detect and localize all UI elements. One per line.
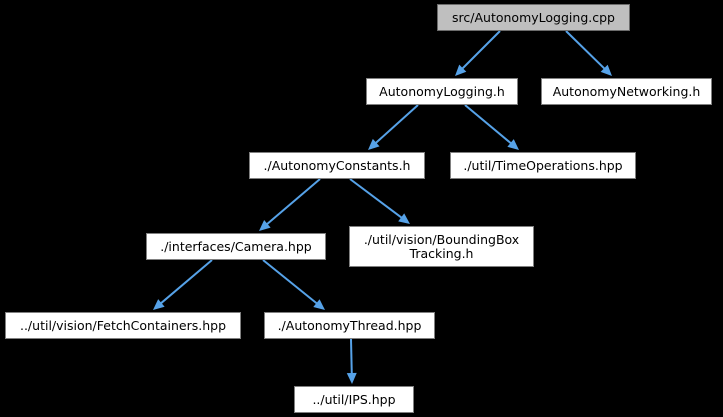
graph-node-camera_hpp[interactable]: ./interfaces/Camera.hpp — [146, 233, 326, 260]
edge-arrowhead — [600, 64, 612, 76]
graph-node-root[interactable]: src/AutonomyLogging.cpp — [437, 4, 630, 31]
edge-arrowhead — [313, 299, 325, 310]
edge-line — [265, 178, 321, 226]
graph-node-label: src/AutonomyLogging.cpp — [452, 9, 615, 25]
edge-arrowhead — [259, 220, 271, 231]
graph-node-fetch_hpp[interactable]: ../util/vision/FetchContainers.hpp — [5, 312, 241, 339]
graph-node-label: AutonomyNetworking.h — [552, 83, 701, 99]
edge-arrowhead — [346, 372, 357, 384]
edge-arrowhead — [455, 64, 467, 76]
edge-camera_hpp-to-thread_hpp — [262, 259, 325, 310]
graph-node-label: ./util/TimeOperations.hpp — [463, 157, 623, 173]
edge-thread_hpp-to-ips_hpp — [346, 338, 357, 384]
edge-line — [262, 259, 319, 306]
edge-line — [464, 104, 513, 146]
edge-logging_h-to-constants_h — [368, 104, 419, 150]
edge-line — [374, 104, 419, 145]
edge-arrowhead — [507, 139, 519, 150]
graph-node-constants_h[interactable]: ./AutonomyConstants.h — [249, 152, 425, 179]
graph-node-label: ./util/vision/BoundingBox Tracking.h — [363, 231, 520, 261]
edge-arrowhead — [398, 213, 410, 224]
graph-node-label: ../util/vision/FetchContainers.hpp — [19, 317, 227, 333]
edge-constants_h-to-camera_hpp — [259, 178, 321, 231]
graph-node-label: ./AutonomyThread.hpp — [277, 317, 422, 333]
graph-node-logging_h[interactable]: AutonomyLogging.h — [366, 78, 518, 105]
graph-node-label: ../util/IPS.hpp — [312, 391, 396, 407]
edge-line — [460, 30, 501, 71]
graph-node-ips_hpp[interactable]: ../util/IPS.hpp — [294, 386, 414, 413]
edge-line — [349, 178, 404, 220]
edge-line — [565, 30, 607, 71]
edge-root-to-logging_h — [455, 30, 501, 76]
edge-logging_h-to-timeops_hpp — [464, 104, 519, 150]
edge-camera_hpp-to-fetch_hpp — [153, 259, 213, 310]
graph-node-networking_h[interactable]: AutonomyNetworking.h — [541, 78, 712, 105]
edge-arrowhead — [368, 138, 380, 150]
graph-node-label: ./AutonomyConstants.h — [263, 157, 411, 173]
edge-constants_h-to-bbox_h — [349, 178, 410, 224]
edge-arrowhead — [153, 299, 165, 310]
graph-node-thread_hpp[interactable]: ./AutonomyThread.hpp — [264, 312, 435, 339]
graph-node-bbox_h[interactable]: ./util/vision/BoundingBox Tracking.h — [349, 226, 534, 267]
edge-line — [159, 259, 213, 305]
graph-node-timeops_hpp[interactable]: ./util/TimeOperations.hpp — [450, 152, 636, 179]
edge-root-to-networking_h — [565, 30, 612, 76]
graph-node-label: ./interfaces/Camera.hpp — [160, 238, 312, 254]
edge-line — [350, 338, 353, 376]
graph-node-label: AutonomyLogging.h — [379, 83, 505, 99]
